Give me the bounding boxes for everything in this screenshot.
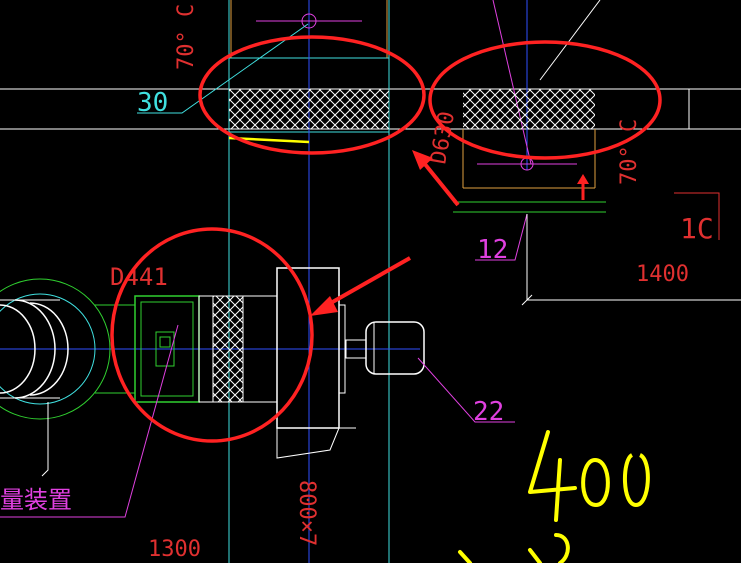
equip-tag-text: D441 (110, 263, 168, 291)
fan-body (276, 267, 356, 459)
vertical-dim-text: 800×7 (294, 480, 319, 546)
annotation-arrow-upper (412, 150, 460, 207)
filter-hatch-mid (212, 295, 244, 403)
orange-frame-lines (230, 0, 596, 189)
dim-30-text: 30 (137, 88, 168, 118)
annotation-arrow-fan (310, 256, 411, 316)
annotation-circle-left-filter (198, 35, 426, 155)
leader-30 (137, 23, 309, 114)
leader-device-note (0, 324, 179, 518)
fan-housing-left (0, 278, 111, 420)
filter-hatch-right (463, 89, 595, 129)
annotation-circle-right-filter (428, 40, 662, 160)
dim-1300-text: 1300 (148, 537, 201, 562)
filter-hatch-left (229, 89, 389, 129)
green-base-lines (453, 201, 606, 213)
dim-10-text: 1C (680, 212, 714, 245)
dim-22-text: 22 (473, 397, 504, 427)
motor (345, 321, 425, 375)
diagonal-line-top (539, 0, 601, 81)
annotation-circle-fan (110, 227, 314, 443)
device-note-text: 量装置 (0, 486, 72, 514)
dim-10-frame (674, 192, 720, 240)
right-angle-text: 70° C (617, 119, 642, 185)
svg-text:O: O (552, 0, 572, 4)
leader-22 (417, 357, 515, 423)
top-valve-marker (256, 0, 577, 171)
leader-12 (475, 213, 528, 261)
dim-1400-text: 1400 (636, 262, 689, 287)
annotation-arrow-small (577, 174, 589, 200)
top-angle-text: 70° C (174, 4, 199, 70)
dim-12-text: 12 (477, 235, 508, 265)
blue-centerlines (0, 0, 528, 563)
handwritten-400 (458, 430, 650, 563)
dim-left-line (41, 402, 49, 477)
